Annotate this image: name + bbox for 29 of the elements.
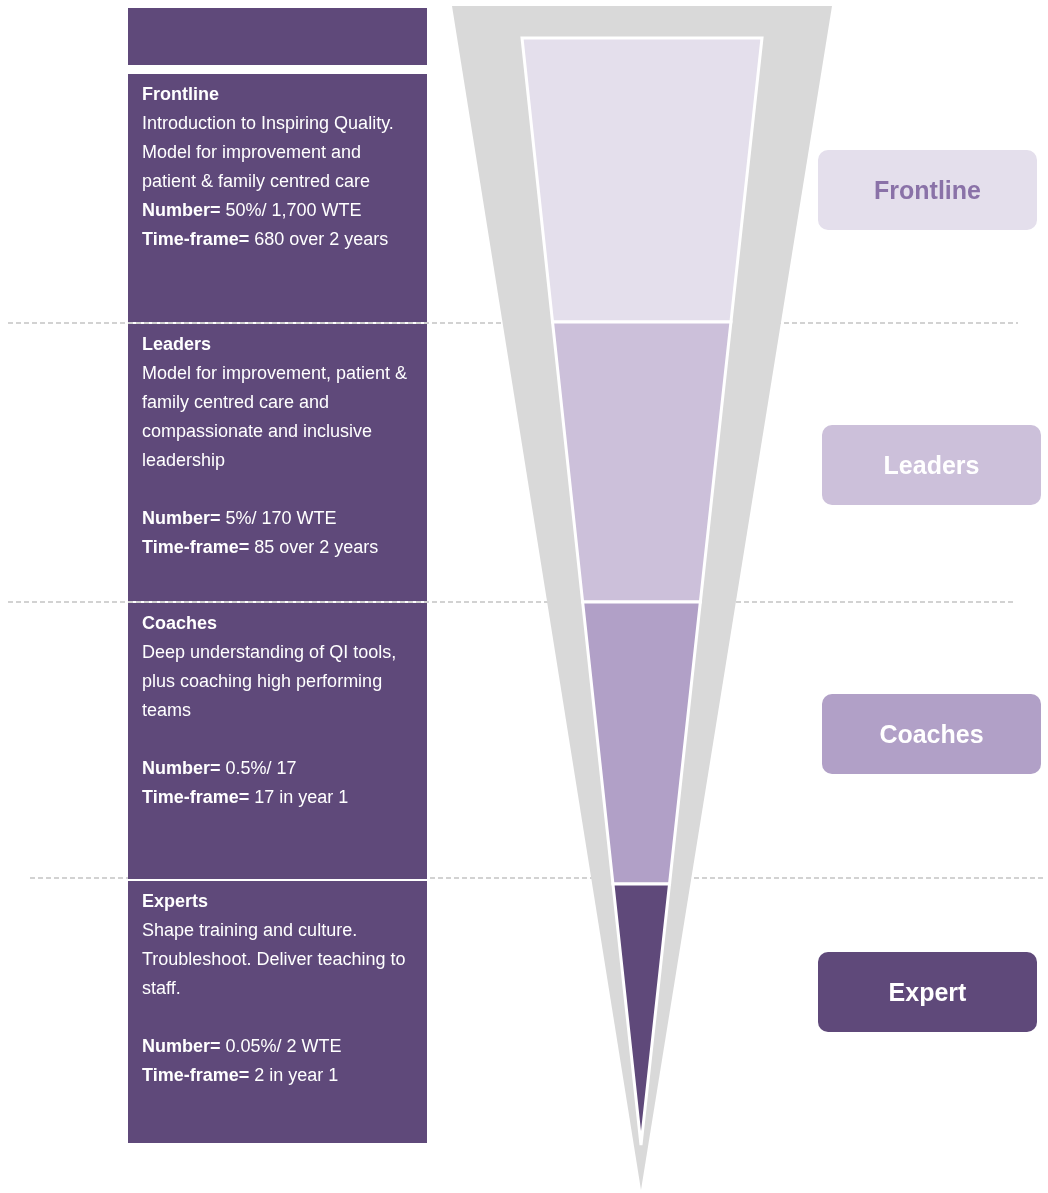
card-detail: Time-frame= 17 in year 1 [142, 786, 350, 809]
card-description: Introduction to Inspiring Quality. Model for improvement and patient & family centred care [142, 112, 395, 193]
card-detail: Number= 0.5%/ 17 [142, 757, 298, 780]
card-detail: Time-frame= 2 in year 1 [142, 1064, 340, 1087]
level-label [822, 425, 1041, 505]
card-description: Deep understanding of QI tools, plus coaching high performing teams [142, 641, 398, 722]
info-card [128, 324, 427, 601]
level-label [822, 694, 1041, 774]
card-detail: Number= 0.05%/ 2 WTE [142, 1035, 343, 1058]
level-text: Leaders [883, 450, 980, 480]
level-text: Expert [888, 977, 967, 1007]
info-card [128, 603, 427, 879]
info-card [128, 881, 427, 1143]
header-bar [128, 8, 427, 65]
card-detail: Number= 50%/ 1,700 WTE [142, 199, 363, 222]
card-heading: Coaches [142, 612, 219, 635]
card-heading: Leaders [142, 333, 213, 356]
level-label [818, 952, 1037, 1032]
level-text: Coaches [879, 719, 984, 749]
card-heading: Frontline [142, 83, 220, 106]
card-description: Model for improvement, patient & family centred care and compassionate and inclusive leadership [142, 362, 409, 472]
card-description: Shape training and culture. Troubleshoot. Deliver teaching to staff. [142, 919, 407, 1000]
card-detail: Number= 5%/ 170 WTE [142, 507, 338, 530]
info-card [128, 74, 427, 322]
level-text: Frontline [874, 175, 981, 205]
level-label [818, 150, 1037, 230]
card-heading: Experts [142, 890, 210, 913]
card-detail: Time-frame= 85 over 2 years [142, 536, 380, 559]
card-detail: Time-frame= 680 over 2 years [142, 228, 390, 251]
